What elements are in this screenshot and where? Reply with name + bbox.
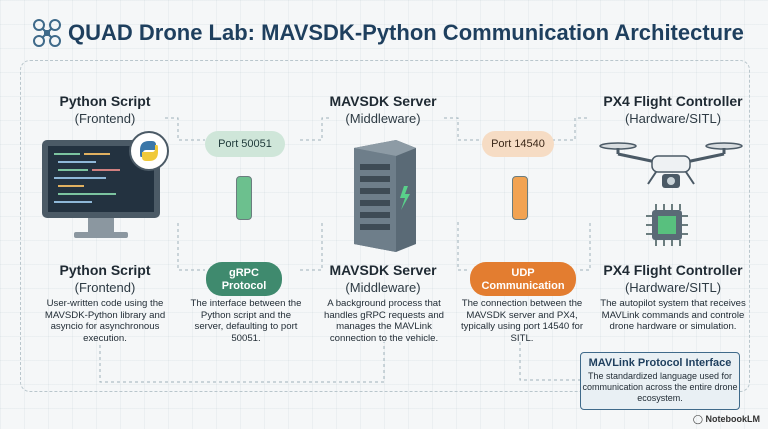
px4-subtitle: (Hardware/SITL) xyxy=(624,111,722,126)
mavlink-description: The standardized language used for commu… xyxy=(582,371,738,403)
mavlink-interface-box: MAVLink Protocol Interface The standardi… xyxy=(580,352,740,410)
python-script-subtitle: (Frontend) xyxy=(74,111,136,126)
mavsdk-server-title-2: MAVSDK Server xyxy=(329,262,437,278)
python-script-subtitle-2: (Frontend) xyxy=(74,280,136,295)
px4-header: PX4 Flight Controller (Hardware/SITL) xyxy=(588,93,758,127)
port-50051-badge: Port 50051 xyxy=(205,131,285,157)
grpc-description: The interface between the Python script … xyxy=(190,298,302,344)
mavsdk-server-subtitle: (Middleware) xyxy=(345,111,421,126)
python-logo-icon xyxy=(129,131,169,171)
python-script-header: Python Script (Frontend) xyxy=(40,93,170,127)
udp-description: The connection between the MAVSDK server… xyxy=(460,298,584,344)
server-rack-icon xyxy=(354,140,416,252)
udp-connector-icon xyxy=(512,176,528,220)
udp-line1: UDP xyxy=(511,267,535,279)
mavsdk-server-header: MAVSDK Server (Middleware) xyxy=(318,93,448,127)
drone-logo-icon xyxy=(33,19,61,47)
grpc-protocol-line2: Protocol xyxy=(221,280,267,292)
python-script-title-2: Python Script xyxy=(59,262,151,278)
python-script-header-2: Python Script (Frontend) xyxy=(40,262,170,296)
mavlink-title: MAVLink Protocol Interface xyxy=(588,357,732,369)
python-script-title: Python Script xyxy=(59,93,151,109)
px4-description: The autopilot system that receives MAVLi… xyxy=(600,298,746,332)
px4-title-2: PX4 Flight Controller xyxy=(603,262,743,278)
notebooklm-icon: ◯ xyxy=(692,414,703,424)
frame-outline xyxy=(20,60,750,392)
chip-icon xyxy=(646,204,688,246)
mavsdk-server-title: MAVSDK Server xyxy=(329,93,437,109)
grpc-protocol-line1: gRPC xyxy=(229,267,259,279)
px4-title: PX4 Flight Controller xyxy=(603,93,743,109)
drone-icon xyxy=(599,142,743,188)
grpc-connector-icon xyxy=(236,176,252,220)
px4-subtitle-2: (Hardware/SITL) xyxy=(624,280,722,295)
python-script-description: User-written code using the MAVSDK-Pytho… xyxy=(44,298,166,344)
mavsdk-server-description: A background process that handles gRPC r… xyxy=(324,298,444,344)
port-14540-badge: Port 14540 xyxy=(482,131,554,157)
notebooklm-brand: ◯ NotebookLM xyxy=(693,414,760,425)
px4-header-2: PX4 Flight Controller (Hardware/SITL) xyxy=(588,262,758,296)
udp-line2: Communication xyxy=(481,280,565,292)
page-title: QUAD Drone Lab: MAVSDK-Python Communicat… xyxy=(68,20,744,45)
mavsdk-server-header-2: MAVSDK Server (Middleware) xyxy=(318,262,448,296)
udp-communication-badge: UDP Communication xyxy=(470,262,576,296)
grpc-protocol-badge: gRPC Protocol xyxy=(206,262,282,296)
mavsdk-server-subtitle-2: (Middleware) xyxy=(345,280,421,295)
notebooklm-label: NotebookLM xyxy=(705,414,761,424)
